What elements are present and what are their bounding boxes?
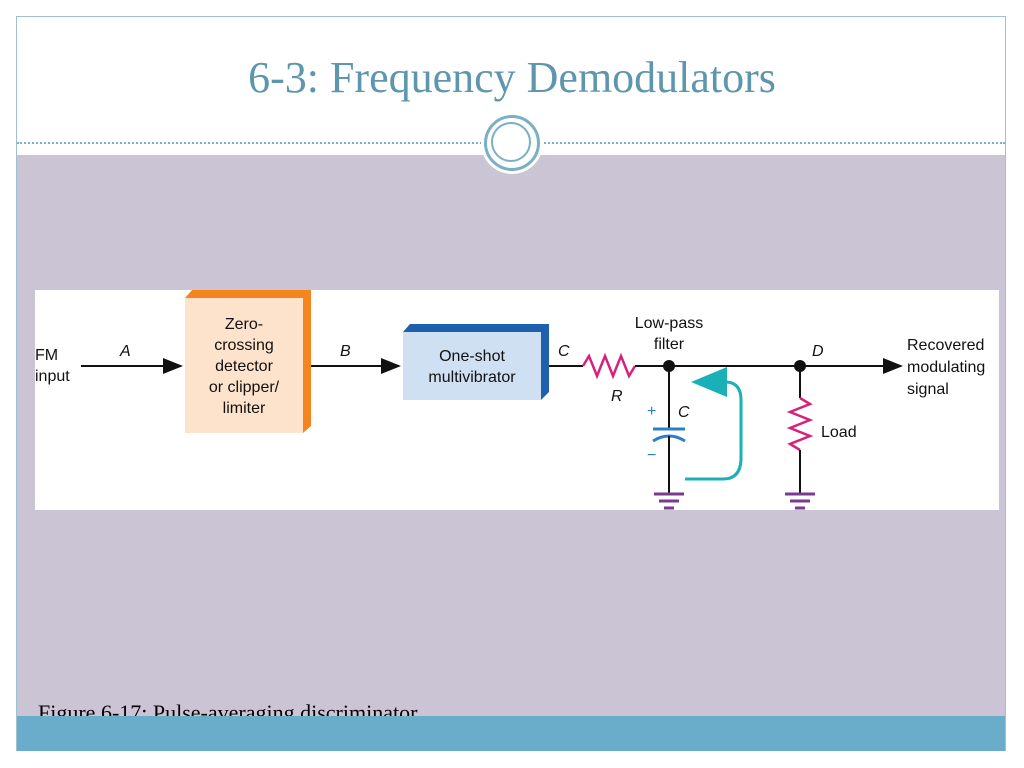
output-label-line1: Recovered — [907, 337, 984, 354]
ornament-inner-ring-icon — [491, 122, 531, 162]
footer-bar — [17, 716, 1005, 751]
slide-title: 6-3: Frequency Demodulators — [248, 53, 776, 102]
load-label: Load — [821, 424, 857, 441]
node-a-label: A — [119, 343, 131, 360]
ground-icon-2 — [785, 492, 815, 510]
one-shot-line1: One-shot — [439, 348, 505, 365]
resistor-label: R — [611, 388, 623, 405]
zero-crossing-block: Zero- crossing detector or clipper/ limi… — [185, 290, 311, 433]
cap-minus-sign: − — [647, 447, 656, 464]
fm-input-label-line1: FM — [35, 347, 58, 364]
filter-label-line1: Low-pass — [635, 315, 703, 332]
figure-panel: FM input A Zero- crossing detector or cl… — [35, 290, 999, 510]
zero-crossing-line5: limiter — [223, 400, 266, 417]
zero-crossing-line3: detector — [215, 358, 273, 375]
one-shot-block: One-shot multivibrator — [403, 324, 549, 400]
pulse-averaging-diagram: FM input A Zero- crossing detector or cl… — [35, 290, 985, 510]
zero-crossing-line2: crossing — [214, 337, 274, 354]
filter-label-line2: filter — [654, 336, 685, 353]
node-c-label: C — [558, 343, 570, 360]
capacitor-label: C — [678, 404, 690, 421]
zero-crossing-line4: or clipper/ — [209, 379, 280, 396]
ground-icon-1 — [654, 492, 684, 510]
cap-plus-sign: + — [647, 403, 656, 420]
one-shot-line2: multivibrator — [428, 369, 516, 386]
zero-crossing-line1: Zero- — [225, 316, 263, 333]
fm-input-label-line2: input — [35, 368, 70, 385]
resistor-r-icon — [581, 352, 637, 380]
node-d-label: D — [812, 343, 824, 360]
discharge-arrow-icon — [685, 367, 743, 481]
node-b-label: B — [340, 343, 351, 360]
load-resistor-icon — [786, 396, 814, 452]
output-label-line2: modulating — [907, 359, 985, 376]
output-label-line3: signal — [907, 381, 949, 398]
